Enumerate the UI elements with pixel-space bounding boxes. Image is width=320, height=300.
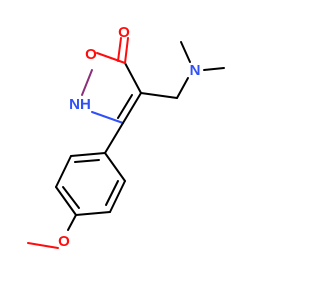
bond-carbonyl [124, 37, 129, 64]
structure-canvas: O O NH N O [27, 24, 225, 250]
bond-c4-c3-double [117, 94, 133, 119]
bond-ar3-ar4 [55, 186, 77, 216]
bond-n-ch3-right [203, 67, 225, 71]
atom-labels: O O NH N O [58, 24, 200, 250]
bond-ar4-ar5 [75, 211, 111, 216]
bond-ar-o [67, 214, 77, 231]
bond-ar6-ar1 [104, 152, 126, 182]
bond-ar5-ar6 [109, 180, 126, 213]
bond-c4-c3 [122, 92, 142, 124]
bond-ar1-ar2 [70, 152, 106, 157]
bond-n-o [81, 69, 93, 96]
bond-c4-ch2 [140, 92, 178, 99]
bond-inner-3 [105, 180, 119, 206]
bond-o-ch3 [27, 242, 59, 249]
isoxazolone-ring [81, 37, 142, 124]
bond-c3-aryl [104, 122, 124, 154]
bond-o-c5 [96, 52, 126, 64]
atom-dimethylamine-nitrogen: N [190, 62, 201, 79]
atom-nh: NH [69, 96, 91, 113]
atom-ring-oxygen: O [85, 46, 97, 63]
bond-ar2-ar3 [55, 155, 72, 188]
bond-c5-c4 [124, 62, 142, 94]
atom-methoxy-oxygen: O [58, 233, 70, 250]
bond-c3-n [91, 111, 124, 124]
molecule-diagram: O O NH N O [27, 24, 225, 250]
methoxyphenyl-group [27, 122, 126, 249]
bond-inner-2 [62, 186, 80, 209]
bond-ch2-n [176, 77, 189, 99]
bond-n-ch3-up [180, 41, 191, 63]
atom-carbonyl-oxygen: O [118, 24, 130, 41]
bond-carbonyl-double [117, 37, 122, 62]
dimethylaminomethyl-group [140, 41, 225, 99]
bond-inner-1 [74, 159, 100, 163]
